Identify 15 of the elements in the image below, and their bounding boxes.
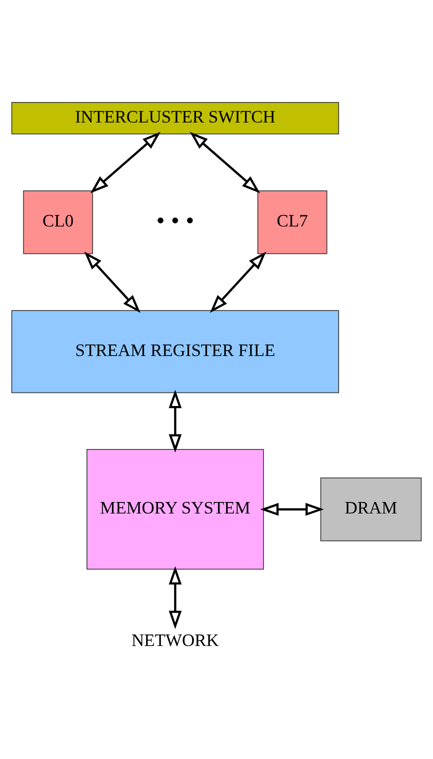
- node-box: STREAM REGISTER FILE: [11, 310, 340, 393]
- arrow: [90, 131, 161, 193]
- node-box: MEMORY SYSTEM: [86, 448, 264, 570]
- label: • • •: [156, 206, 194, 234]
- node-box: DRAM: [320, 476, 422, 541]
- node-box: CL0: [23, 190, 94, 254]
- arrow: [190, 131, 260, 193]
- node-box: INTERCLUSTER SWITCH: [11, 102, 340, 134]
- arrow: [210, 251, 266, 312]
- arrow: [168, 566, 182, 629]
- arrow: [168, 389, 182, 452]
- arrow: [260, 502, 324, 516]
- node-box: CL7: [257, 190, 328, 254]
- arrow: [84, 251, 140, 312]
- node-text: NETWORK: [132, 630, 219, 650]
